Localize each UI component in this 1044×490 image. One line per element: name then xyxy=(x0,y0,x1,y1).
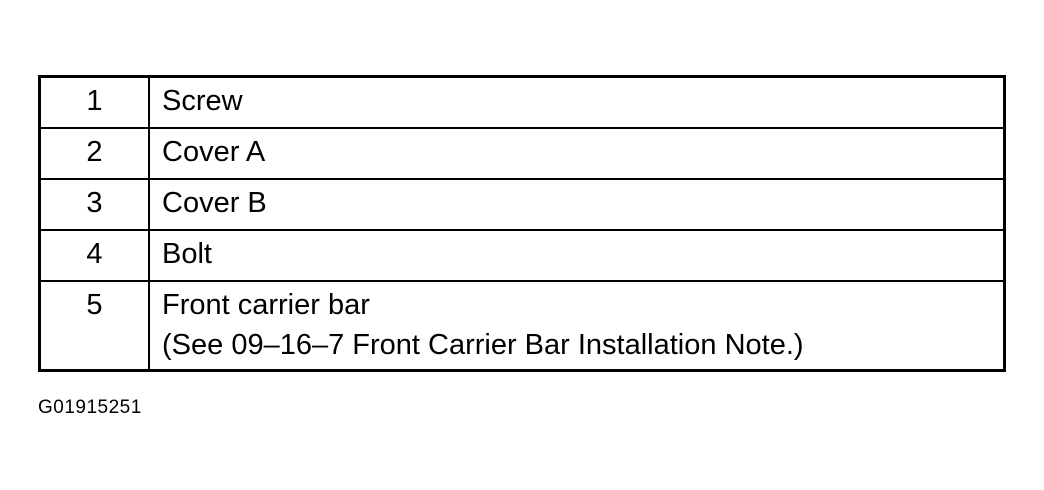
part-number: 2 xyxy=(38,127,150,180)
part-description-line: Cover A xyxy=(162,136,266,168)
part-description: Front carrier bar (See 09–16–7 Front Car… xyxy=(148,280,1006,372)
part-description: Cover A xyxy=(148,127,1006,180)
part-description-line: Bolt xyxy=(162,238,212,270)
part-description-line: Cover B xyxy=(162,187,267,219)
part-number: 4 xyxy=(38,229,150,282)
part-description-line: Front carrier bar xyxy=(162,289,370,321)
table-row: 3 Cover B xyxy=(38,178,1006,231)
part-description-note: (See 09–16–7 Front Carrier Bar Installat… xyxy=(162,329,804,361)
part-description-line: Screw xyxy=(162,85,243,117)
figure-code: G01915251 xyxy=(38,397,142,418)
table-row: 2 Cover A xyxy=(38,127,1006,180)
table-row: 1 Screw xyxy=(38,75,1006,129)
part-number: 5 xyxy=(38,280,150,372)
part-description: Bolt xyxy=(148,229,1006,282)
table-row: 4 Bolt xyxy=(38,229,1006,282)
parts-legend-table: 1 Screw 2 Cover A 3 Cover B 4 Bolt 5 xyxy=(38,75,1006,372)
part-description: Screw xyxy=(148,75,1006,129)
part-number: 1 xyxy=(38,75,150,129)
part-number: 3 xyxy=(38,178,150,231)
table-row: 5 Front carrier bar (See 09–16–7 Front C… xyxy=(38,280,1006,372)
part-description: Cover B xyxy=(148,178,1006,231)
